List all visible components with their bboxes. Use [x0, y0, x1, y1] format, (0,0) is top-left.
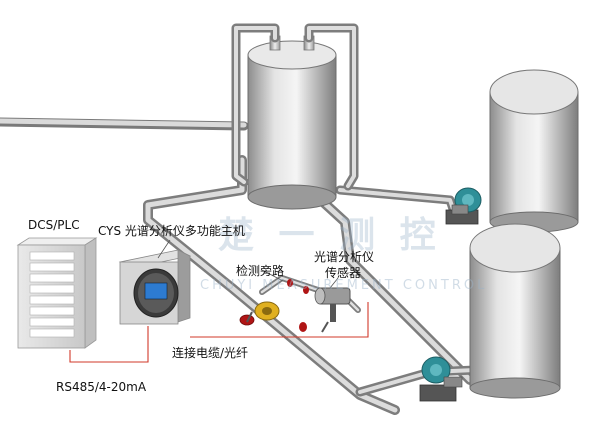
flowmeter-flange: [254, 301, 280, 321]
label-dcs-plc: DCS/PLC: [28, 218, 80, 232]
pump-upper: [445, 187, 482, 225]
signal-lines: [69, 302, 369, 363]
top-loop-pipe: [231, 23, 359, 191]
sensor-probe: [314, 287, 351, 333]
storage-tank-lower-right: [469, 223, 561, 399]
label-cable: 连接电缆/光纤: [172, 346, 249, 360]
dcs-plc-cabinet: [16, 237, 98, 349]
watermark-english: CHUYI MEASUREMENT CONTROL: [200, 278, 488, 293]
label-analyzer-host: CYS 光谱分析仪多功能主机: [98, 224, 245, 238]
main-tank: [247, 35, 337, 210]
leader-lines: [157, 239, 339, 289]
analyzer-host-box: [118, 249, 192, 325]
gate-valve: [239, 311, 255, 326]
watermark-chinese: 楚 一 测 控: [218, 215, 442, 256]
bypass-pipe-network: [143, 155, 480, 415]
label-sensor-line1: 光谱分析仪: [314, 250, 375, 264]
label-sensor-line2: 传感器: [325, 266, 362, 280]
feed-pipe: [0, 117, 249, 131]
label-protocol: RS485/4-20mA: [56, 380, 147, 394]
storage-tank-upper-right: [489, 69, 579, 233]
label-bypass: 检测旁路: [236, 264, 285, 278]
pump-lower: [419, 356, 463, 402]
small-valves: [287, 279, 309, 332]
